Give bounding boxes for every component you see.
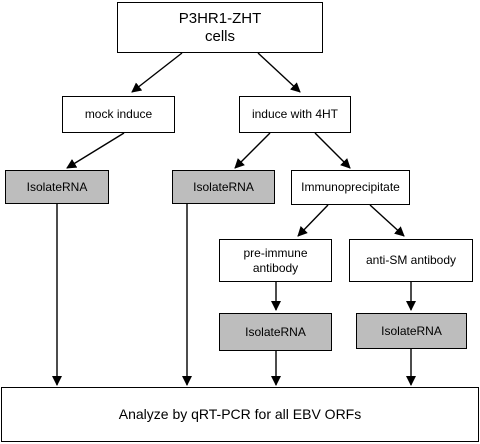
isolate-rna-anti-sm-node: IsolateRNA: [356, 313, 467, 349]
isolate-rna-anti-sm-label: IsolateRNA: [381, 323, 442, 338]
pre-immune-antibody-node: pre-immune antibody: [219, 239, 332, 282]
induce-4ht-node: induce with 4HT: [239, 96, 351, 133]
isolate-rna-mock-node: IsolateRNA: [5, 170, 109, 204]
mock-induce-node: mock induce: [62, 96, 175, 133]
arrow-induce-to-isolate: [234, 132, 271, 169]
isolate-rna-mock-label: IsolateRNA: [26, 179, 88, 194]
arrow-immunoprecipitate-to-pre-immune: [297, 204, 329, 237]
cells-node-line2: cells: [204, 27, 235, 45]
arrow-mock-to-isolate: [66, 132, 125, 169]
cells-node: P3HR1-ZHT cells: [117, 2, 323, 53]
arrow-cells-to-induce: [257, 52, 301, 93]
induce-4ht-label: induce with 4HT: [251, 107, 339, 121]
pre-immune-line2: antibody: [252, 260, 299, 275]
arrow-induce-to-immunoprecipitate: [314, 132, 351, 169]
cells-node-line1: P3HR1-ZHT: [178, 9, 262, 27]
anti-sm-antibody-node: anti-SM antibody: [349, 239, 473, 282]
anti-sm-antibody-label: anti-SM antibody: [365, 253, 457, 267]
isolate-rna-4ht-label: IsolateRNA: [193, 179, 254, 194]
analyze-label: Analyze by qRT-PCR for all EBV ORFs: [118, 406, 362, 422]
mock-induce-label: mock induce: [84, 107, 153, 121]
arrow-immunoprecipitate-to-anti-sm: [369, 204, 405, 237]
isolate-rna-4ht-node: IsolateRNA: [172, 170, 275, 204]
isolate-rna-pre-immune-label: IsolateRNA: [245, 324, 306, 339]
arrow-cells-to-mock: [131, 52, 183, 93]
analyze-node: Analyze by qRT-PCR for all EBV ORFs: [1, 387, 479, 442]
pre-immune-line1: pre-immune: [243, 245, 308, 260]
isolate-rna-pre-immune-node: IsolateRNA: [219, 313, 332, 351]
immunoprecipitate-node: Immunoprecipitate: [291, 170, 410, 205]
immunoprecipitate-label: Immunoprecipitate: [301, 180, 400, 194]
